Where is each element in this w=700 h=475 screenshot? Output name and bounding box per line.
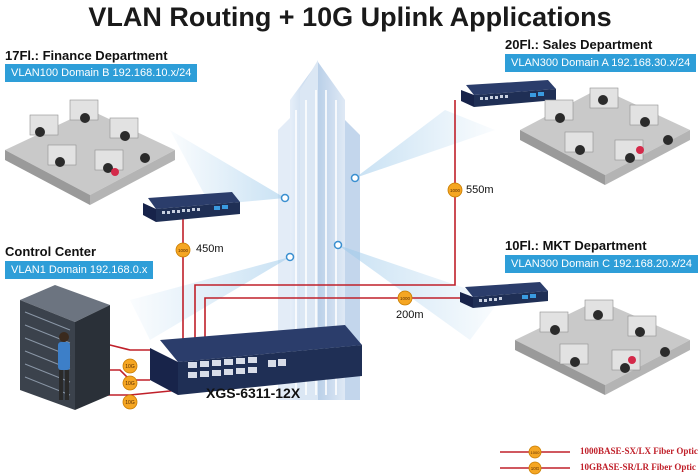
- beam-node-control: [285, 252, 295, 262]
- switch-sales: [461, 80, 556, 107]
- server-racks: [20, 285, 110, 410]
- legend-1000-label: 1000BASE-SX/LX Fiber Optic: [580, 446, 698, 456]
- beam-node-finance: [280, 193, 290, 203]
- finance-vlan-tag: VLAN100 Domain B 192.168.10.x/24: [5, 64, 198, 82]
- badge-mkt-text: 1000: [400, 296, 411, 301]
- control-dept-name: Control Center: [5, 244, 96, 259]
- legend-1000-badge: 1000: [531, 450, 541, 455]
- badge-finance-text: 1000: [178, 248, 189, 253]
- distance-finance: 450m: [196, 243, 224, 255]
- switch-finance: [143, 192, 240, 222]
- beam-finance: [170, 130, 285, 205]
- badge-control-3: 10G: [122, 394, 138, 410]
- office-sales: [520, 87, 690, 185]
- core-switch-ports: [188, 357, 286, 378]
- switch-mkt: [460, 282, 548, 308]
- office-mkt: [515, 299, 690, 395]
- legend-10g-label: 10GBASE-SR/LR Fiber Optic: [580, 462, 696, 472]
- distance-mkt: 200m: [396, 309, 424, 321]
- diagram-title: VLAN Routing + 10G Uplink Applications: [88, 2, 612, 32]
- badge-control-1-text: 10G: [125, 364, 135, 370]
- beam-sales: [355, 110, 495, 178]
- mkt-vlan-tag: VLAN300 Domain C 192.168.20.x/24: [505, 255, 699, 273]
- technician: [58, 332, 70, 400]
- office-finance: [5, 99, 175, 205]
- finance-dept-name: 17Fl.: Finance Department: [5, 48, 168, 63]
- badge-control-3-text: 10G: [125, 400, 135, 406]
- badge-control-1: 10G: [122, 358, 138, 374]
- sales-vlan-tag: VLAN300 Domain A 192.168.30.x/24: [505, 54, 697, 72]
- sales-dept-name: 20Fl.: Sales Department: [505, 37, 653, 52]
- core-switch: [150, 325, 362, 395]
- badge-control-2: 10G: [122, 375, 138, 391]
- core-switch-model: XGS-6311-12X: [206, 385, 301, 401]
- badge-mkt: 1000: [397, 290, 413, 306]
- badge-finance: 1000: [175, 242, 191, 258]
- beam-node-sales: [350, 173, 360, 183]
- legend-10g-line: 10G: [500, 461, 570, 475]
- link-mkt: [204, 297, 460, 340]
- legend-10g-badge: 10G: [531, 466, 540, 471]
- distance-sales: 550m: [466, 184, 494, 196]
- badge-control-2-text: 10G: [125, 381, 135, 387]
- legend-1000-line: 1000: [500, 445, 570, 459]
- beam-node-mkt: [333, 240, 343, 250]
- badge-sales: 1000: [447, 182, 463, 198]
- control-vlan-tag: VLAN1 Domain 192.168.0.x: [5, 261, 154, 279]
- mkt-dept-name: 10Fl.: MKT Department: [505, 238, 647, 253]
- beam-mkt: [338, 245, 500, 340]
- badge-sales-text: 1000: [450, 188, 461, 193]
